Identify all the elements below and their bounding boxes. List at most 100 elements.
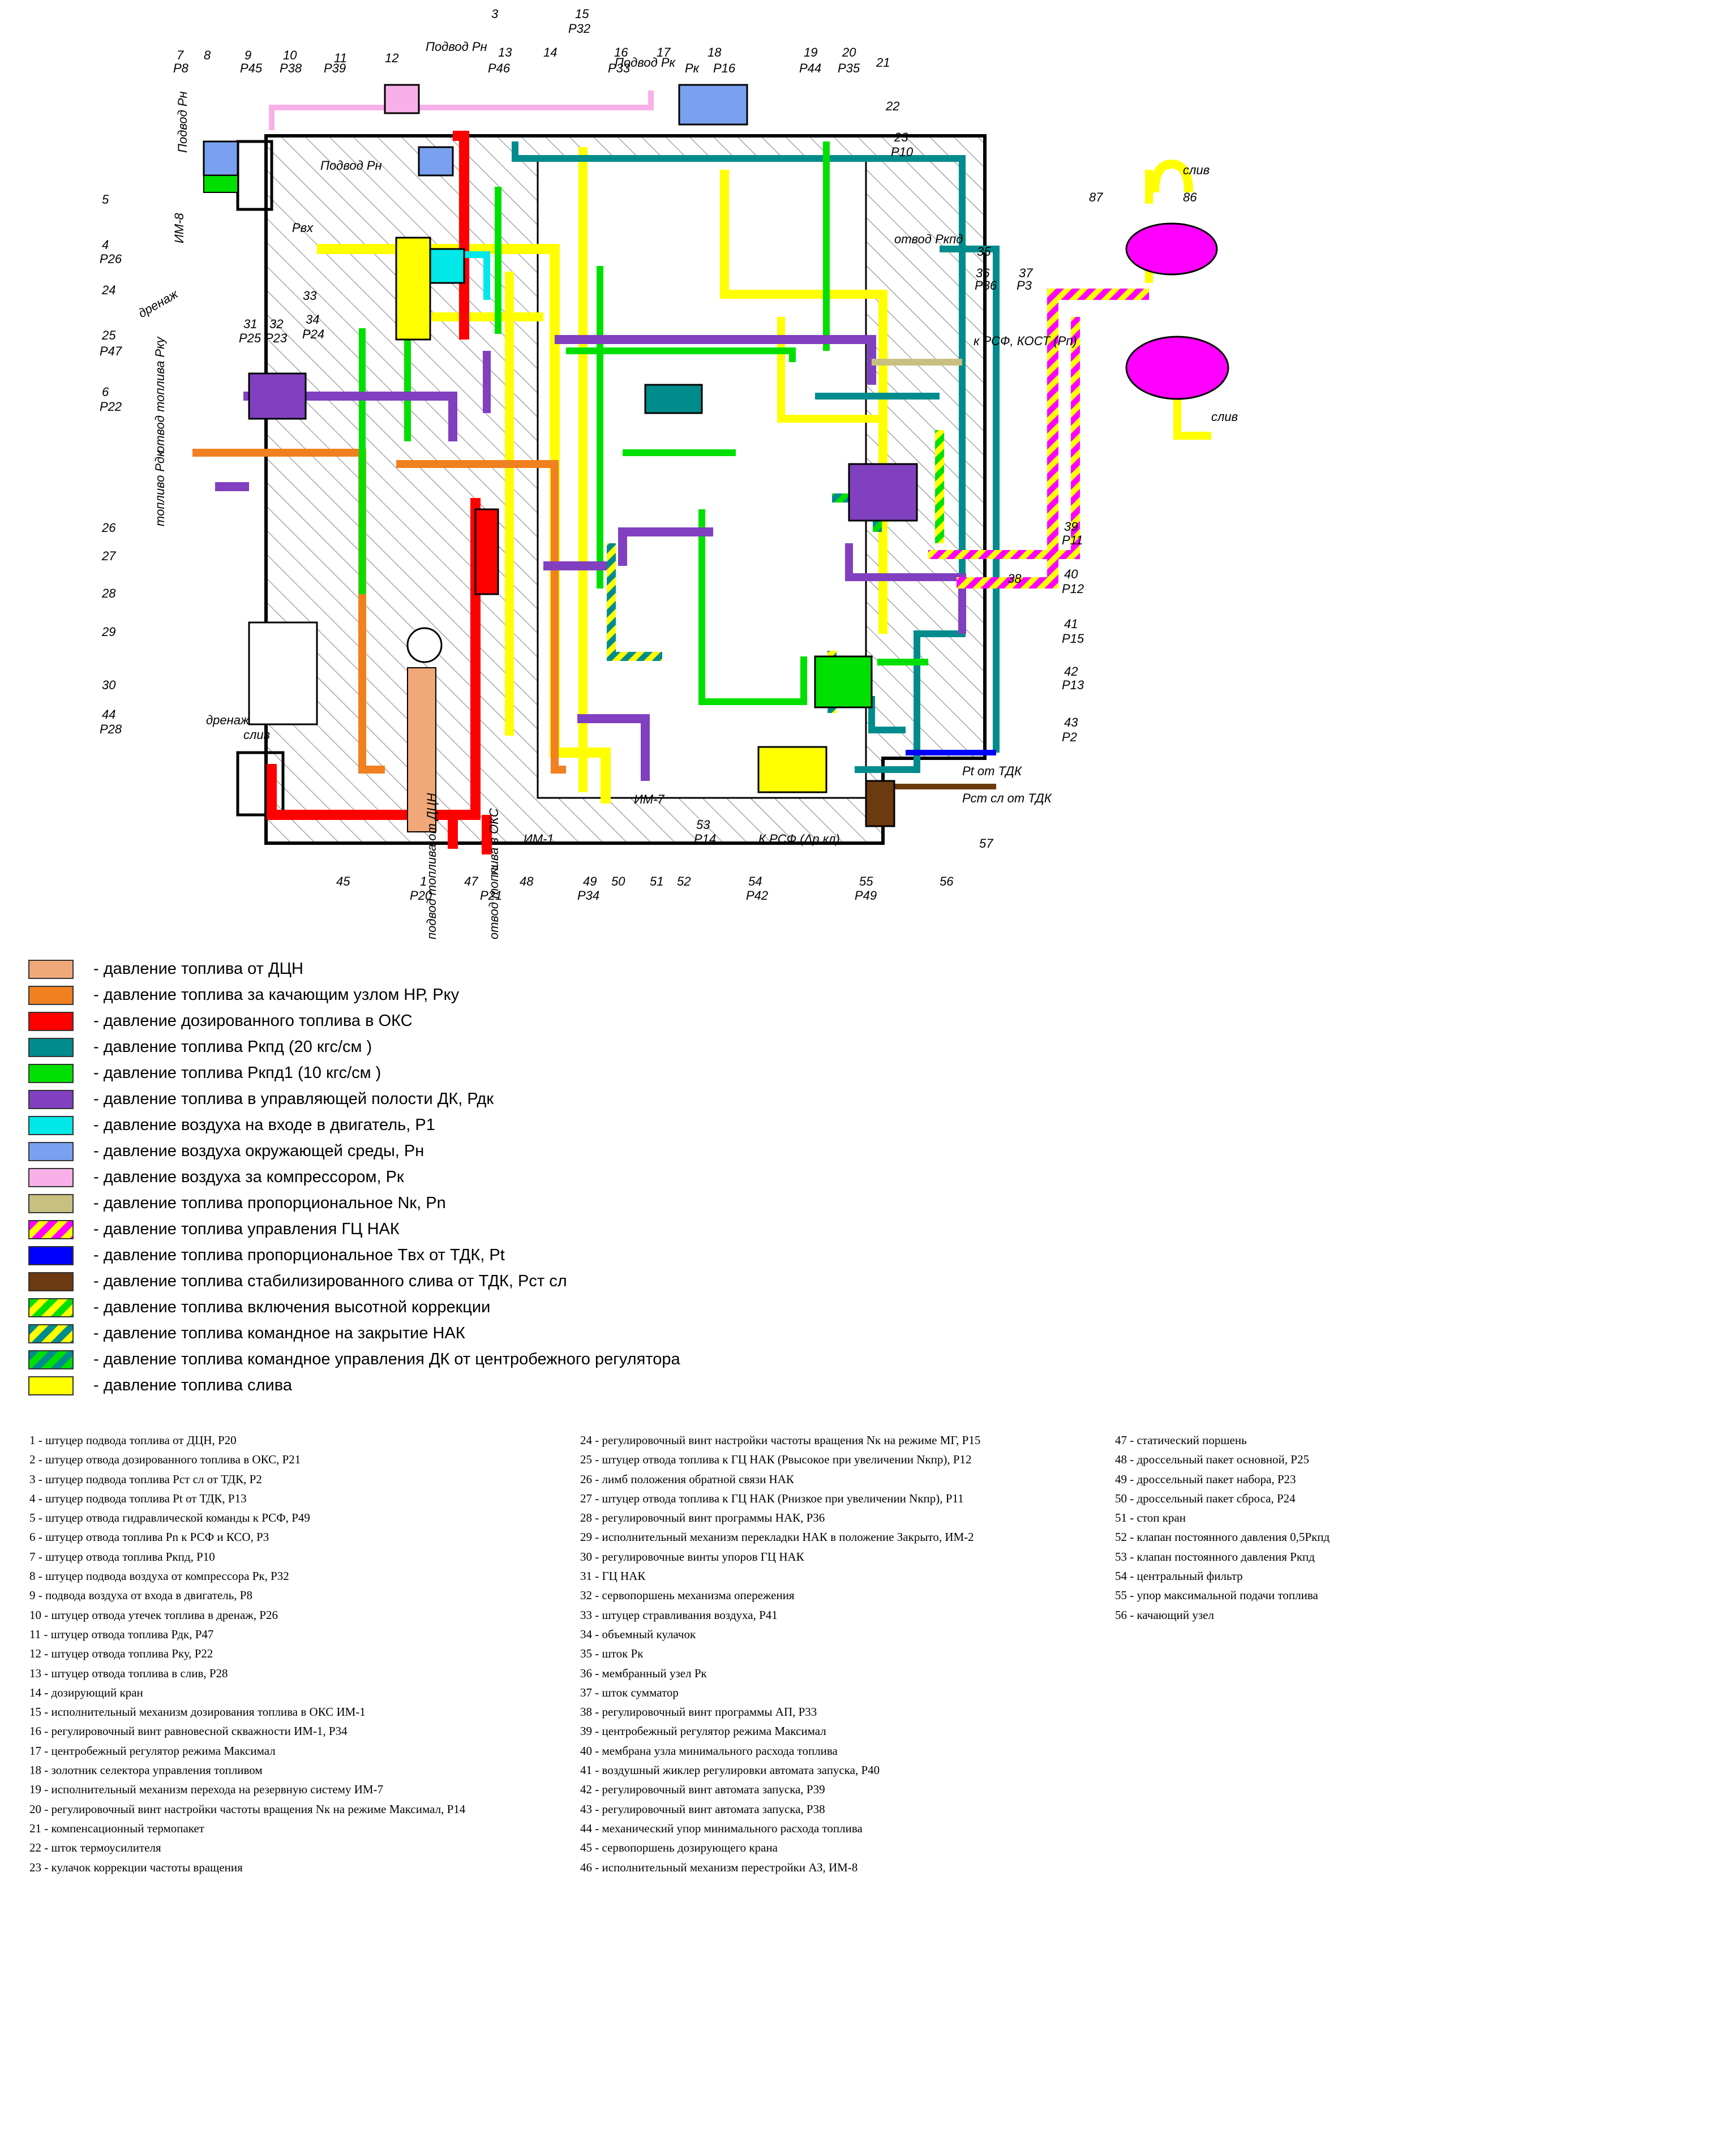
- legend-item: - давление топлива Ркпд1 (10 кгс/см ): [28, 1062, 877, 1088]
- part-entry: 29 - исполнительный механизм перекладки …: [580, 1530, 974, 1544]
- callout-16: 16: [614, 45, 628, 59]
- port-p8: P8: [173, 61, 189, 75]
- port-p10: P10: [891, 145, 914, 159]
- note-drenazh2: дренаж: [206, 713, 250, 727]
- port-p25: P25: [239, 331, 261, 345]
- legend-item: - давление воздуха на входе в двигатель,…: [28, 1114, 877, 1140]
- callout-15: 15: [575, 7, 589, 21]
- callout-26: 26: [101, 521, 116, 535]
- callout-5: 5: [102, 192, 109, 207]
- legend-swatch: [28, 1064, 74, 1083]
- note-sliv-2: слив: [1211, 410, 1238, 424]
- legend-label: - давление воздуха за компрессором, Рк: [93, 1168, 404, 1186]
- legend-swatch: [28, 1324, 74, 1343]
- note-rt-tdk: Рt от ТДК: [962, 764, 1022, 778]
- callout-32: 32: [269, 317, 283, 331]
- callout-40: 40: [1064, 567, 1078, 581]
- callout-55: 55: [859, 874, 873, 888]
- callout-39: 39: [1064, 519, 1078, 534]
- port-p39: P39: [324, 61, 346, 75]
- legend-label: - давление топлива управления ГЦ НАК: [93, 1220, 400, 1238]
- legend-item: - давление топлива управления ГЦ НАК: [28, 1218, 877, 1244]
- callout-23: 23: [894, 130, 908, 144]
- hydraulic-schematic: 1 2 3 4 5 6 7 8 9 10 11 12 13 14 15 16 1…: [100, 7, 1238, 939]
- part-entry: 53 - клапан постоянного давления Ркпд: [1115, 1549, 1315, 1564]
- part-entry: 3 - штуцер подвода топлива Рст сл от ТДК…: [29, 1472, 262, 1486]
- callout-86: 86: [1183, 190, 1197, 204]
- part-entry: 6 - штуцер отвода топлива Pn к РСФ и КСО…: [29, 1530, 269, 1544]
- part-entry: 28 - регулировочный винт программы НАК, …: [580, 1511, 825, 1525]
- legend-label: - давление воздуха окружающей среды, Рн: [93, 1142, 425, 1160]
- callout-43: 43: [1064, 715, 1078, 729]
- callout-33: 33: [303, 289, 317, 303]
- note-podvod-rn-mid: Подвод Рн: [320, 158, 382, 173]
- part-entry: 56 - качающий узел: [1115, 1608, 1214, 1622]
- note-otvod-oks: отвод топлива в ОКС: [487, 808, 501, 939]
- legend-swatch: [28, 960, 74, 979]
- part-entry: 12 - штуцер отвода топлива Рку, P22: [29, 1647, 213, 1661]
- callout-25: 25: [101, 328, 116, 342]
- part-entry: 2 - штуцер отвода дозированного топлива …: [29, 1453, 301, 1467]
- part-entry: 4 - штуцер подвода топлива Pt от ТДК, P1…: [29, 1491, 247, 1505]
- legend-swatch: [28, 1038, 74, 1057]
- legend-swatch: [28, 1116, 74, 1135]
- part-entry: 13 - штуцер отвода топлива в слив, P28: [29, 1666, 228, 1680]
- callout-54: 54: [748, 874, 762, 888]
- note-otvod-rku: отвод топлива Рку: [153, 336, 167, 453]
- callout-13: 13: [498, 45, 512, 59]
- part-entry: 37 - шток сумматор: [580, 1685, 679, 1699]
- callout-1: 1: [420, 874, 427, 888]
- legend-item: - давление топлива слива: [28, 1374, 877, 1400]
- legend-swatch: [28, 1246, 74, 1265]
- legend-swatch: [28, 1142, 74, 1161]
- note-rst-tdk: Рст сл от ТДК: [962, 791, 1052, 805]
- callout-24: 24: [101, 283, 115, 297]
- part-entry: 35 - шток Рк: [580, 1647, 644, 1661]
- callout-36: 36: [976, 266, 990, 280]
- part-entry: 25 - штуцер отвода топлива к ГЦ НАК (Рвы…: [580, 1453, 972, 1467]
- part-entry: 5 - штуцер отвода гидравлической команды…: [29, 1511, 310, 1525]
- part-entry: 40 - мембрана узла минимального расхода …: [580, 1743, 838, 1758]
- callout-49: 49: [583, 874, 597, 888]
- port-p42: P42: [746, 888, 768, 903]
- callout-9: 9: [245, 48, 251, 62]
- note-sliv-3: слив: [243, 728, 270, 742]
- part-entry: 42 - регулировочный винт автомата запуск…: [580, 1783, 825, 1797]
- callout-87: 87: [1089, 190, 1103, 204]
- legend-swatch: [28, 1350, 74, 1369]
- callout-34: 34: [306, 312, 319, 327]
- part-entry: 39 - центробежный регулятор режима Макси…: [580, 1724, 826, 1738]
- legend-label: - давление топлива стабилизированного сл…: [93, 1272, 567, 1290]
- callout-3: 3: [491, 7, 499, 21]
- part-entry: 38 - регулировочный винт программы АП, P…: [580, 1705, 817, 1719]
- callout-52: 52: [677, 874, 691, 888]
- legend-item: - давление топлива от ДЦН: [28, 957, 877, 983]
- legend-label: - давление дозированного топлива в ОКС: [93, 1012, 413, 1030]
- legend-label: - давление топлива от ДЦН: [93, 960, 303, 978]
- port-p21: P21: [480, 888, 502, 903]
- legend-swatch: [28, 986, 74, 1005]
- components: [203, 84, 1229, 827]
- part-entry: 8 - штуцер подвода воздуха от компрессор…: [29, 1569, 289, 1583]
- callout-41: 41: [1064, 617, 1078, 631]
- legend-swatch: [28, 1272, 74, 1291]
- legend-label: - давление топлива командное управления …: [93, 1350, 680, 1368]
- port-p3: P3: [1017, 278, 1032, 293]
- callout-17: 17: [657, 45, 671, 59]
- part-entry: 11 - штуцер отвода топлива Рдк, P47: [29, 1627, 214, 1641]
- part-entry: 36 - мембранный узел Рк: [580, 1666, 707, 1680]
- callout-7: 7: [177, 48, 184, 62]
- port-p13: P13: [1062, 678, 1084, 692]
- callout-38: 38: [1007, 572, 1022, 586]
- port-labels: P8 P45 P38 P39 P46 P32 P33 P16 P44 P35 P…: [100, 22, 1084, 903]
- legend-item: - давление топлива Ркпд (20 кгс/см ): [28, 1036, 877, 1062]
- legend-label: - давление топлива Ркпд1 (10 кгс/см ): [93, 1064, 381, 1082]
- legend-label: - давление топлива за качающим узлом НР,…: [93, 986, 460, 1004]
- note-k-rsf-dp: К РСФ (Δр кл): [758, 832, 840, 846]
- note-im1: ИМ-1: [524, 832, 554, 846]
- port-p24: P24: [302, 327, 324, 341]
- callout-numbers: 1 2 3 4 5 6 7 8 9 10 11 12 13 14 15 16 1…: [101, 7, 1197, 888]
- callout-56: 56: [940, 874, 954, 888]
